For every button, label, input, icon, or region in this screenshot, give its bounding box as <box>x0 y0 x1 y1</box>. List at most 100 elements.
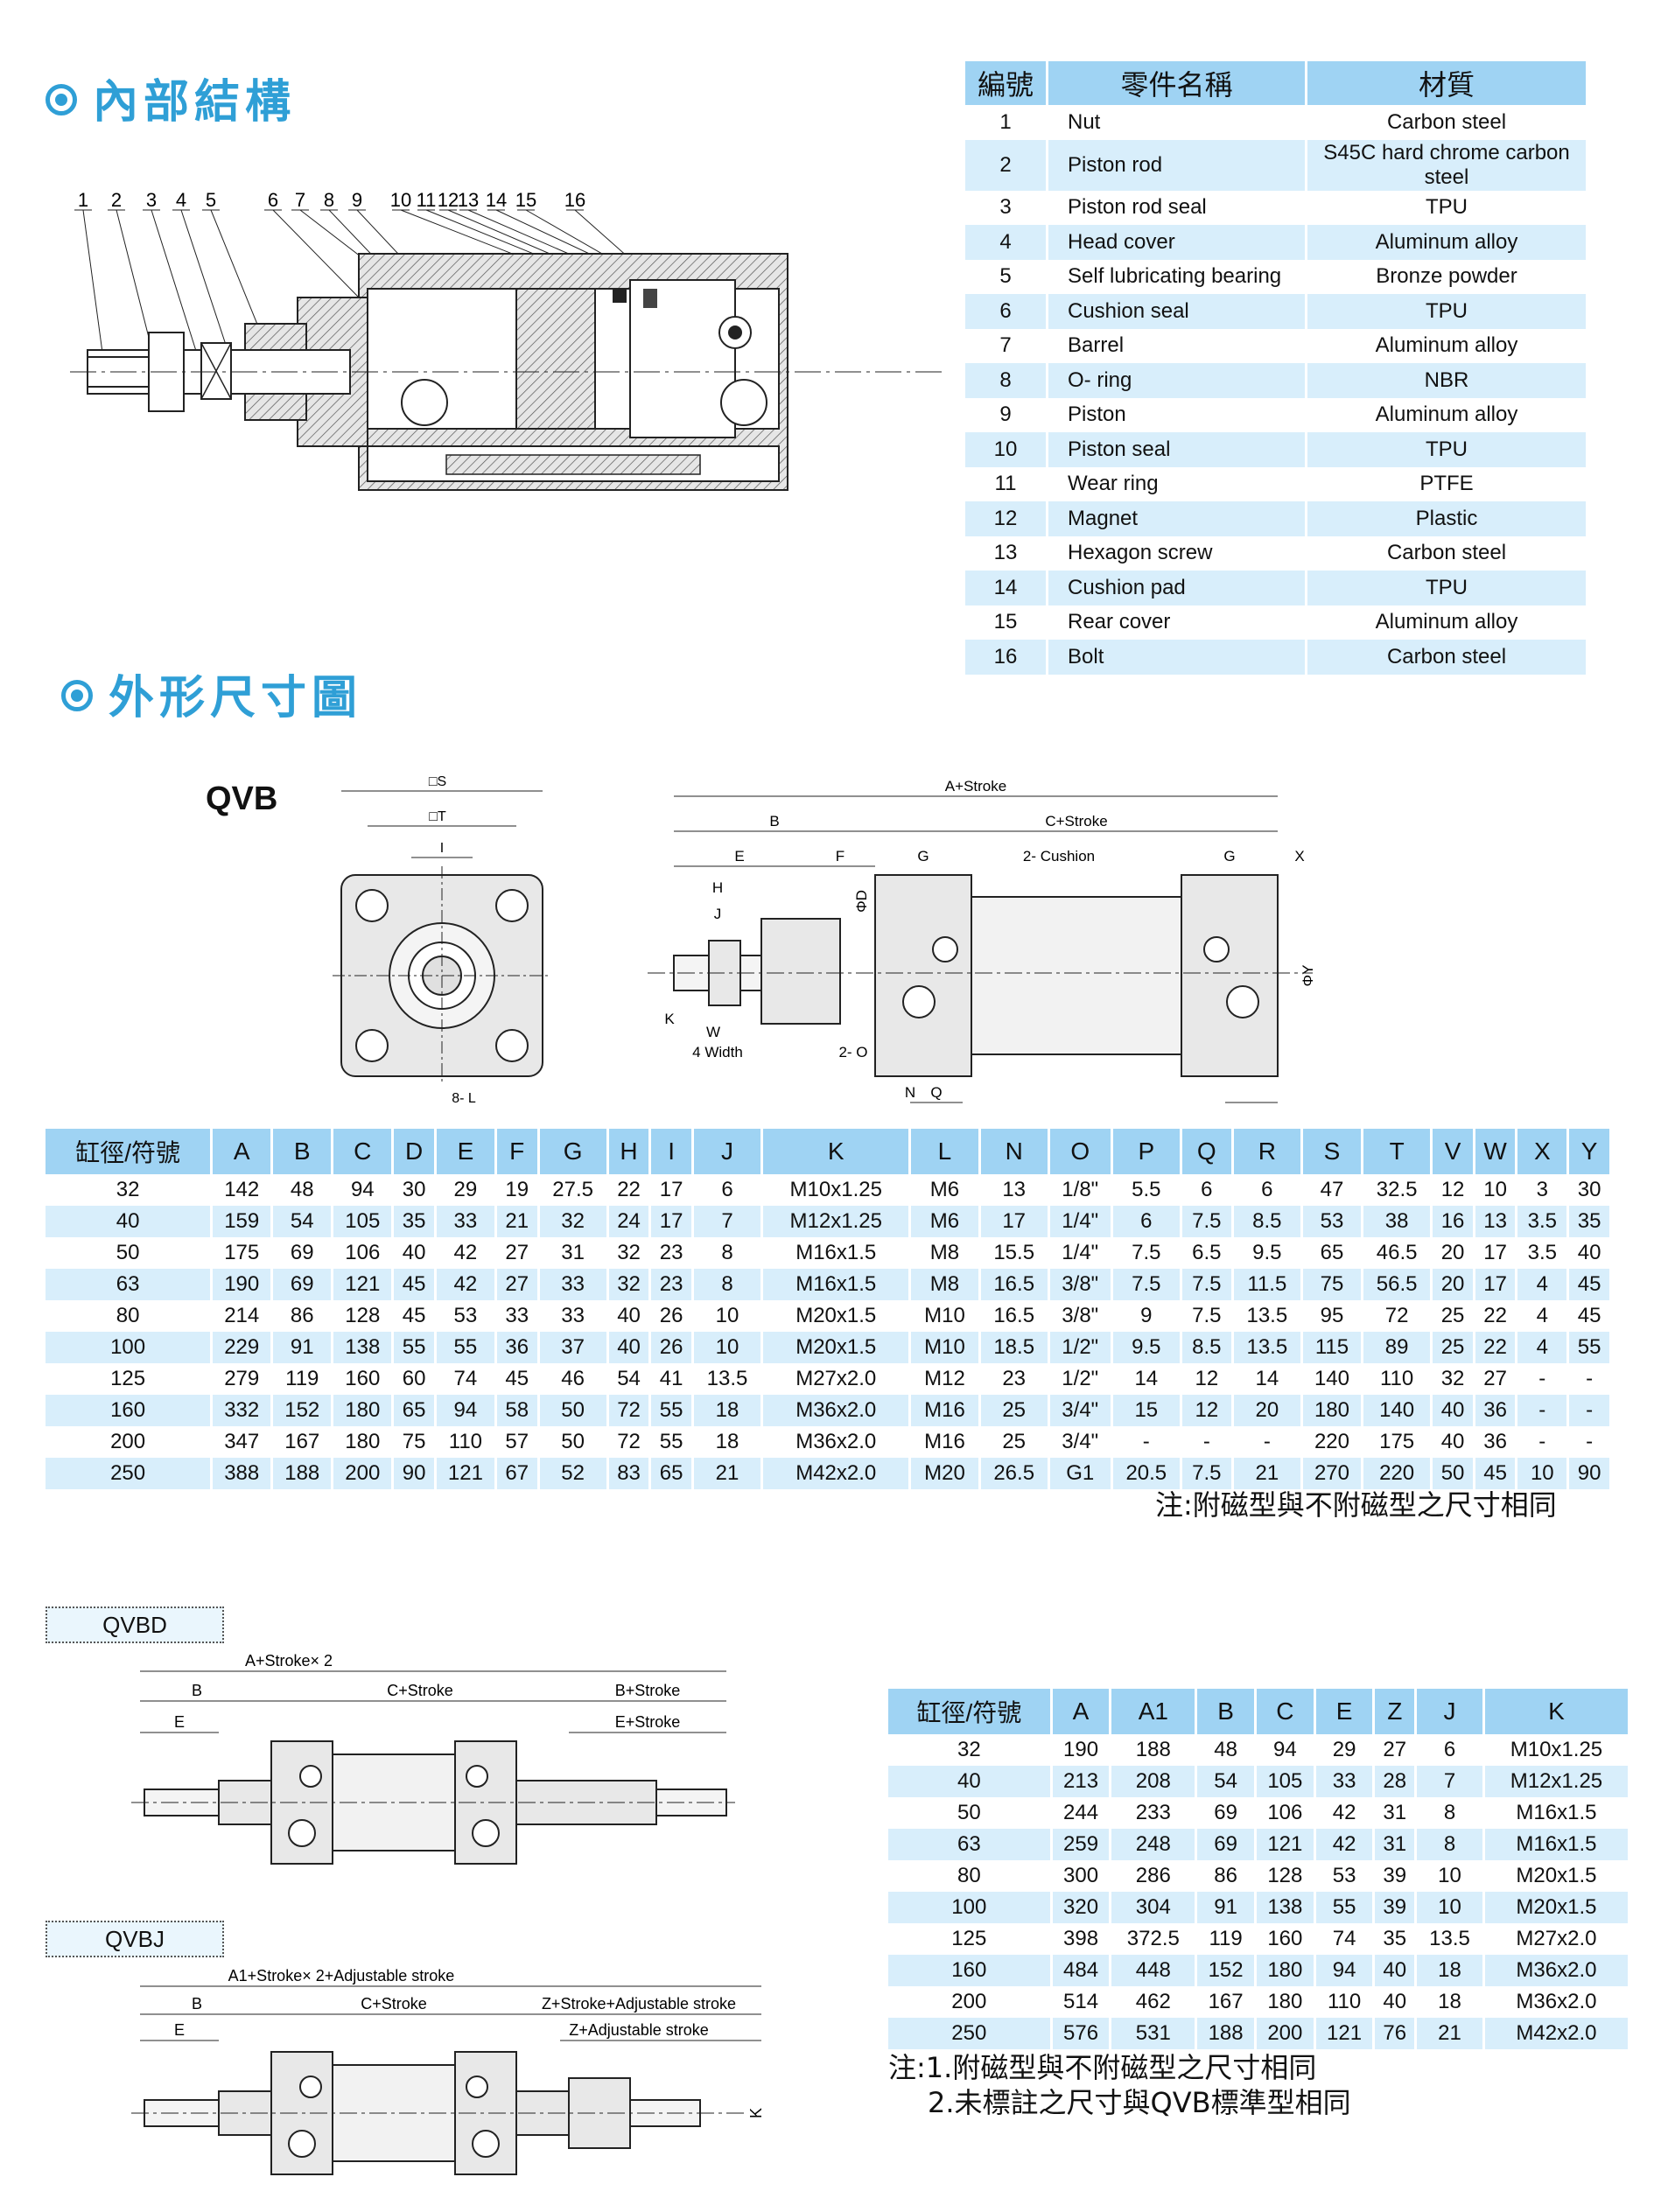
table-cell: 21 <box>693 1458 764 1489</box>
table-cell: M10 <box>911 1300 981 1332</box>
table-cell: 8 <box>1417 1797 1485 1829</box>
table-cell: 138 <box>1256 1892 1316 1923</box>
table-cell: 160 <box>46 1395 214 1426</box>
part-number: 16 <box>965 640 1048 675</box>
part-callout-14: 14 <box>486 192 507 211</box>
dim-header: D <box>394 1129 437 1174</box>
dim-label-q: Q <box>930 1084 942 1101</box>
table-cell: 63 <box>46 1269 214 1300</box>
dim-header: C <box>1256 1689 1316 1734</box>
dim-label-a: A+Stroke× 2 <box>245 1652 333 1670</box>
note-line-1: 注:1.附磁型與不附磁型之尺寸相同 <box>888 2051 1317 2084</box>
qvb-front-view: □S □T I 8- L <box>333 774 551 1106</box>
dim-label-x: X <box>1294 848 1304 864</box>
part-callout-7: 7 <box>295 192 305 211</box>
dim-header: G <box>539 1129 609 1174</box>
table-cell: 42 <box>1315 1829 1376 1860</box>
part-name: Piston rod <box>1048 139 1307 191</box>
table-cell: 45 <box>1569 1300 1612 1332</box>
dim-header: P <box>1112 1129 1182 1174</box>
table-cell: 86 <box>273 1300 334 1332</box>
table-cell: 300 <box>1053 1860 1112 1892</box>
dim-header: Q <box>1181 1129 1234 1174</box>
part-callout-8: 8 <box>324 192 334 211</box>
table-cell: 33 <box>539 1269 609 1300</box>
table-cell: 8 <box>1417 1829 1485 1860</box>
table-cell: 110 <box>1363 1363 1433 1395</box>
table-cell: 53 <box>1316 1860 1376 1892</box>
table-cell: 45 <box>1569 1269 1612 1300</box>
table-cell: 190 <box>213 1269 274 1300</box>
part-name: Nut <box>1048 105 1307 140</box>
table-cell: 188 <box>1197 2018 1257 2049</box>
table-cell: 18 <box>694 1426 764 1458</box>
part-material: S45C hard chrome carbon steel <box>1307 139 1588 191</box>
table-cell: 10 <box>694 1300 764 1332</box>
section-title-internal-structure: 內部結構 <box>46 65 296 130</box>
table-cell: 175 <box>213 1237 274 1269</box>
dim-label-b: B <box>192 1682 202 1699</box>
table-cell: 25 <box>1433 1332 1475 1363</box>
table-cell: 121 <box>1256 1829 1316 1860</box>
table-cell: 74 <box>1316 1923 1376 1955</box>
table-cell: 4 <box>1517 1269 1570 1300</box>
table-cell: 36 <box>1475 1395 1518 1426</box>
part-number: 6 <box>965 294 1048 329</box>
table-cell: 95 <box>1303 1300 1363 1332</box>
table-cell: 167 <box>1197 1986 1257 2018</box>
table-cell: 14 <box>1113 1363 1182 1395</box>
dim-label-e: E <box>174 1713 185 1731</box>
table-cell: 60 <box>394 1363 437 1395</box>
dim-header: B <box>1197 1689 1257 1734</box>
table-cell: M20 <box>911 1458 981 1489</box>
table-cell: 21 <box>496 1206 540 1237</box>
table-cell: M42x2.0 <box>1484 2018 1630 2049</box>
part-number: 4 <box>965 225 1048 260</box>
table-cell: 29 <box>1316 1734 1376 1766</box>
table-cell: 32 <box>609 1237 652 1269</box>
table-cell: 40 <box>1433 1426 1475 1458</box>
part-material: Bronze powder <box>1307 259 1588 294</box>
table-cell: 22 <box>609 1174 652 1206</box>
part-material: Carbon steel <box>1307 536 1588 570</box>
table-cell: 53 <box>437 1300 497 1332</box>
table-cell: 220 <box>1303 1426 1363 1458</box>
table-cell: 3.5 <box>1517 1237 1570 1269</box>
table-cell: 25 <box>1433 1300 1475 1332</box>
table-cell: 105 <box>1256 1766 1316 1797</box>
dim-label-b-stroke: B+Stroke <box>615 1682 681 1699</box>
part-name: Piston seal <box>1048 432 1307 467</box>
dim-label-j: J <box>714 906 722 922</box>
table-cell: M8 <box>911 1269 981 1300</box>
table-cell: 65 <box>394 1395 437 1426</box>
table-cell: 12 <box>1433 1174 1475 1206</box>
header-material: 材質 <box>1307 61 1588 105</box>
table-cell: 27 <box>1375 1734 1418 1766</box>
table-cell: 50 <box>539 1395 609 1426</box>
table-cell: 40 <box>888 1766 1053 1797</box>
table-cell: M20x1.5 <box>1484 1892 1630 1923</box>
table-cell: 13.5 <box>1234 1300 1303 1332</box>
table-cell: M10x1.25 <box>1485 1734 1630 1766</box>
table-cell: 10 <box>1475 1174 1518 1206</box>
dim-label-o: 2- O <box>838 1044 867 1060</box>
part-number: 1 <box>965 105 1048 140</box>
table-cell: 17 <box>1475 1269 1518 1300</box>
table-cell: 398 <box>1053 1923 1112 1955</box>
dim-label-w: W <box>706 1024 720 1040</box>
dim-label-d: ΦD <box>853 890 870 913</box>
table-cell: 72 <box>1363 1300 1433 1332</box>
